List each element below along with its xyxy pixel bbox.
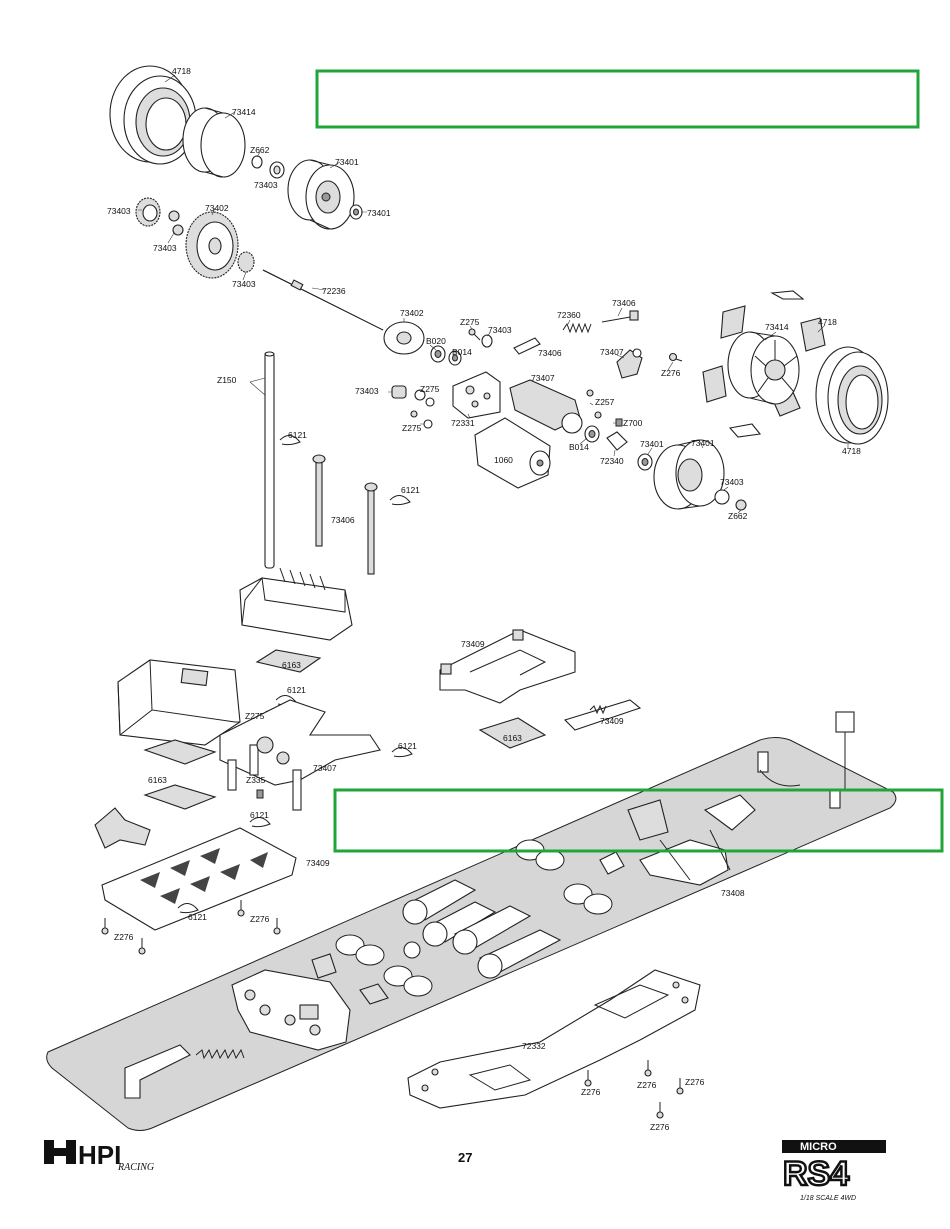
callout-label: 73402 bbox=[400, 308, 424, 318]
callout-label: 6121 bbox=[288, 430, 307, 440]
callout-label: 6121 bbox=[401, 485, 420, 495]
callout-label: 4718 bbox=[842, 446, 861, 456]
callout-label: 6121 bbox=[398, 741, 417, 751]
callout-label: 73403 bbox=[355, 386, 379, 396]
callout-label: Z276 bbox=[581, 1087, 601, 1097]
callout-label: 73403 bbox=[720, 477, 744, 487]
callout-label: 73414 bbox=[765, 322, 789, 332]
page-number: 27 bbox=[458, 1150, 472, 1165]
callout-label: B014 bbox=[452, 347, 472, 357]
footer: HPI RACING 27 MICRO RS4 1/18 SCALE 4WD bbox=[44, 1140, 886, 1202]
svg-text:RS4: RS4 bbox=[783, 1155, 849, 1193]
callout-label: 73409 bbox=[461, 639, 485, 649]
svg-text:1/18 SCALE 4WD: 1/18 SCALE 4WD bbox=[800, 1195, 856, 1202]
callout-label: 73408 bbox=[721, 888, 745, 898]
callout-label: Z275 bbox=[402, 423, 422, 433]
callout-label: 73401 bbox=[640, 439, 664, 449]
callout-label: 73406 bbox=[331, 515, 355, 525]
callout-label: Z275 bbox=[420, 384, 440, 394]
callout-label: 73403 bbox=[232, 279, 256, 289]
callout-label: 72360 bbox=[557, 310, 581, 320]
callout-label: 73407 bbox=[313, 763, 337, 773]
svg-text:RACING: RACING bbox=[117, 1162, 154, 1173]
callout-label: 72340 bbox=[600, 456, 624, 466]
callout-label: 6121 bbox=[287, 685, 306, 695]
callout-label: 73401 bbox=[335, 157, 359, 167]
callout-label: Z335 bbox=[246, 775, 266, 785]
callout-label: 6163 bbox=[282, 660, 301, 670]
callout-label: 73403 bbox=[107, 206, 131, 216]
callout-label: 6121 bbox=[250, 810, 269, 820]
callout-label: 73403 bbox=[488, 325, 512, 335]
callout-label: 4718 bbox=[818, 317, 837, 327]
hpi-racing-logo: HPI RACING bbox=[44, 1140, 154, 1173]
callout-label: 73406 bbox=[538, 348, 562, 358]
callout-label: Z276 bbox=[114, 932, 134, 942]
highlight-box-middle bbox=[333, 788, 944, 853]
callout-label: 72331 bbox=[451, 418, 475, 428]
callout-label: B014 bbox=[569, 442, 589, 452]
servo-plate-group bbox=[439, 629, 642, 749]
callout-label: 73414 bbox=[232, 107, 256, 117]
callout-label: 6121 bbox=[188, 912, 207, 922]
callout-label: Z700 bbox=[623, 418, 643, 428]
battery-cells bbox=[402, 879, 562, 979]
callout-label: Z276 bbox=[637, 1080, 657, 1090]
front-wheel-group bbox=[637, 290, 889, 514]
callout-label: Z276 bbox=[650, 1122, 670, 1132]
callout-label: Z276 bbox=[685, 1077, 705, 1087]
callout-label: 73409 bbox=[306, 858, 330, 868]
callout-label: 4718 bbox=[172, 66, 191, 76]
callout-label: 6163 bbox=[503, 733, 522, 743]
callout-label: 73403 bbox=[254, 180, 278, 190]
callout-label: 72332 bbox=[522, 1041, 546, 1051]
callout-label: Z275 bbox=[460, 317, 480, 327]
callout-label: 73401 bbox=[367, 208, 391, 218]
callout-label: 73402 bbox=[205, 203, 229, 213]
callout-label: 73401 bbox=[691, 438, 715, 448]
callout-label: Z257 bbox=[595, 397, 615, 407]
callout-label: 73409 bbox=[600, 716, 624, 726]
part-callouts: 4718 73414 Z662 73403 73401 73401 73403 … bbox=[107, 66, 861, 1132]
callout-label: Z662 bbox=[728, 511, 748, 521]
svg-text:MICRO: MICRO bbox=[800, 1141, 837, 1153]
svg-text:HPI: HPI bbox=[78, 1140, 121, 1170]
callout-label: 73407 bbox=[531, 373, 555, 383]
micro-rs4-logo: MICRO RS4 1/18 SCALE 4WD bbox=[782, 1140, 886, 1202]
callout-label: Z150 bbox=[217, 375, 237, 385]
callout-label: 1060 bbox=[494, 455, 513, 465]
callout-label: Z276 bbox=[250, 914, 270, 924]
callout-label: 73403 bbox=[153, 243, 177, 253]
callout-label: 73406 bbox=[612, 298, 636, 308]
callout-label: 6163 bbox=[148, 775, 167, 785]
callout-label: Z276 bbox=[661, 368, 681, 378]
callout-label: 73407 bbox=[600, 347, 624, 357]
callout-label: 72236 bbox=[322, 286, 346, 296]
electronics-group bbox=[94, 351, 413, 955]
rear-wheel-group bbox=[109, 65, 384, 331]
motor-group bbox=[383, 307, 683, 489]
highlight-box-top bbox=[315, 69, 920, 129]
callout-label: Z275 bbox=[245, 711, 265, 721]
callout-label: Z662 bbox=[250, 145, 270, 155]
callout-label: B020 bbox=[426, 336, 446, 346]
